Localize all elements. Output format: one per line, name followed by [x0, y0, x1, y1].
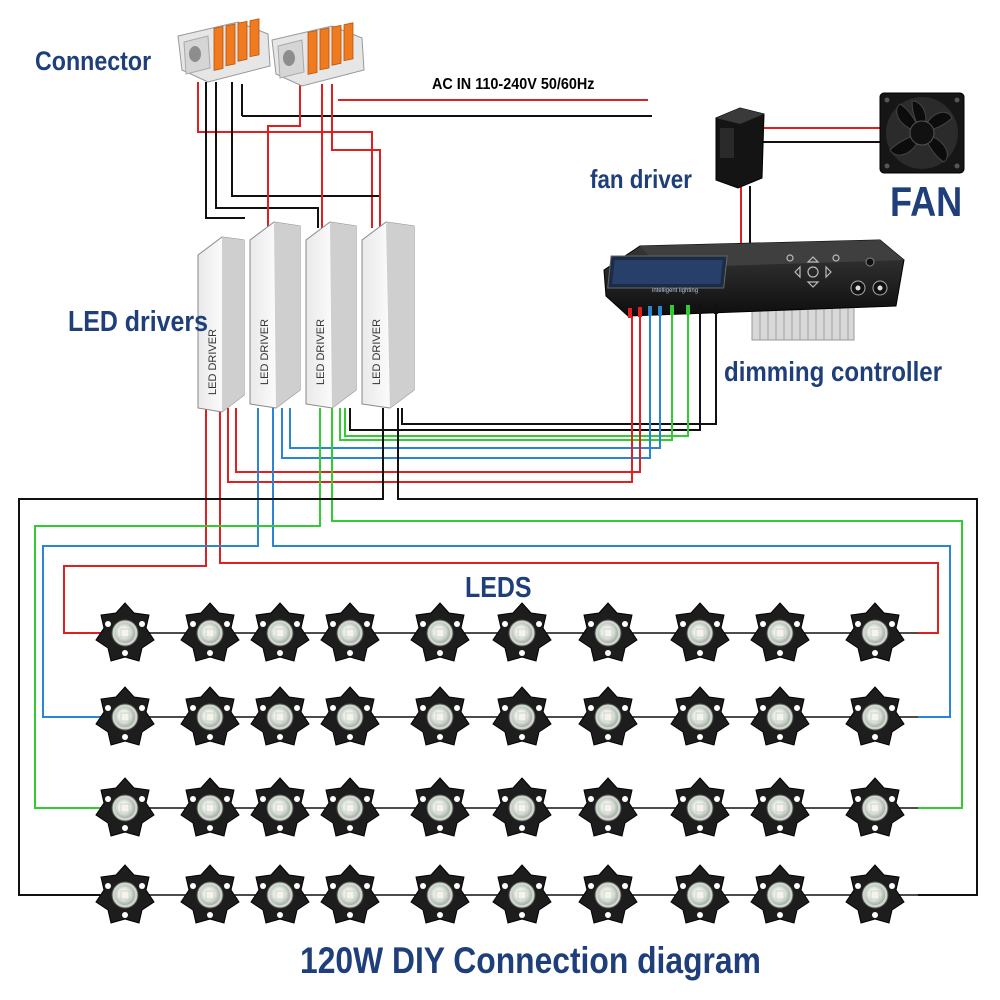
- star-led-r3-c1: [95, 777, 155, 837]
- ac-input-label: AC IN 110-240V 50/60Hz: [432, 76, 595, 93]
- dimming-controller-label: dimming controller: [724, 356, 943, 387]
- fan-driver-module: [715, 107, 765, 189]
- star-led-r4-c7: [578, 864, 638, 924]
- star-led-r1-c2: [180, 602, 240, 662]
- star-led-r1-c3: [250, 602, 310, 662]
- diagram-title: 120W DIY Connection diagram: [300, 940, 761, 981]
- dim-line-6: [281, 310, 651, 459]
- star-led-r1-c7: [578, 602, 638, 662]
- fan-label: FAN: [890, 178, 963, 225]
- ac-feed-2: [205, 82, 245, 219]
- ac-feed-7: [331, 84, 381, 228]
- led-drivers-label: LED drivers: [68, 306, 209, 338]
- star-led-r3-c8: [670, 777, 730, 837]
- leds-label: LEDS: [465, 572, 532, 604]
- cooling-fan: [879, 92, 965, 174]
- star-led-r2-c2: [180, 686, 240, 746]
- star-led-r1-c4: [320, 602, 380, 662]
- led-driver-2: LED DRIVER: [249, 221, 301, 409]
- star-led-r3-c7: [578, 777, 638, 837]
- dim-line-4: [339, 310, 673, 441]
- star-led-r2-c6: [492, 686, 552, 746]
- star-led-r3-c4: [320, 777, 380, 837]
- dim-line-2: [349, 310, 701, 431]
- star-led-r4-c9: [750, 864, 810, 924]
- star-led-r3-c5: [410, 777, 470, 837]
- row3-return-green: [34, 408, 321, 809]
- star-led-r3-c9: [750, 777, 810, 837]
- controller-brand-text: intelligent lighting: [652, 288, 698, 294]
- star-led-r3-c2: [180, 777, 240, 837]
- led-driver-1: LED DRIVER: [197, 236, 245, 413]
- row4-feed-black: [397, 408, 978, 896]
- star-led-r4-c8: [670, 864, 730, 924]
- star-led-r2-c4: [320, 686, 380, 746]
- fan-driver-label: fan driver: [590, 164, 692, 194]
- led-driver-2-label: LED DRIVER: [259, 319, 271, 385]
- row3-feed-green: [331, 408, 963, 809]
- wago-connector-1: [177, 18, 271, 83]
- star-led-r2-c9: [750, 686, 810, 746]
- star-led-r1-c5: [410, 602, 470, 662]
- star-led-r2-c5: [410, 686, 470, 746]
- led-driver-3-label: LED DRIVER: [315, 319, 327, 385]
- star-led-r1-c1: [95, 602, 155, 662]
- connector-label: Connector: [35, 46, 152, 76]
- led-grid: [95, 602, 905, 924]
- led-driver-1-label: LED DRIVER: [207, 329, 219, 395]
- star-led-r1-c9: [750, 602, 810, 662]
- dim-line-7: [235, 310, 641, 473]
- star-led-r3-c3: [250, 777, 310, 837]
- star-led-r3-c10: [845, 777, 905, 837]
- row1-return-red: [63, 408, 207, 634]
- dim-line-8: [227, 310, 633, 483]
- star-led-r2-c10: [845, 686, 905, 746]
- wago-connector-2: [271, 22, 365, 87]
- star-led-r4-c10: [845, 864, 905, 924]
- star-led-r1-c6: [492, 602, 552, 662]
- star-led-r1-c8: [670, 602, 730, 662]
- led-driver-4: LED DRIVER: [361, 221, 415, 409]
- star-led-r4-c6: [492, 864, 552, 924]
- star-led-r4-c1: [95, 864, 155, 924]
- star-led-r2-c1: [95, 686, 155, 746]
- dimming-controller-device: intelligent lighting: [603, 239, 905, 341]
- led-series-wiring: [100, 632, 918, 896]
- dim-line-1: [401, 310, 717, 425]
- star-led-r4-c2: [180, 864, 240, 924]
- dim-line-3: [344, 310, 689, 437]
- star-led-r4-c3: [250, 864, 310, 924]
- star-led-r3-c6: [492, 777, 552, 837]
- ac-feed-1: [197, 82, 373, 228]
- ac-feed-4: [231, 82, 381, 228]
- star-led-r4-c5: [410, 864, 470, 924]
- star-led-r2-c8: [670, 686, 730, 746]
- row1-feed-red: [219, 408, 939, 634]
- dim-line-5: [289, 310, 661, 449]
- star-led-r1-c10: [845, 602, 905, 662]
- star-led-r2-c7: [578, 686, 638, 746]
- controller-buttons: [850, 257, 888, 296]
- controller-pins: [628, 304, 718, 318]
- ac-feed-5: [267, 84, 301, 230]
- led-driver-4-label: LED DRIVER: [371, 319, 383, 385]
- row4-return-black: [18, 408, 384, 896]
- led-driver-3: LED DRIVER: [305, 221, 357, 409]
- star-led-r4-c4: [320, 864, 380, 924]
- star-led-r2-c3: [250, 686, 310, 746]
